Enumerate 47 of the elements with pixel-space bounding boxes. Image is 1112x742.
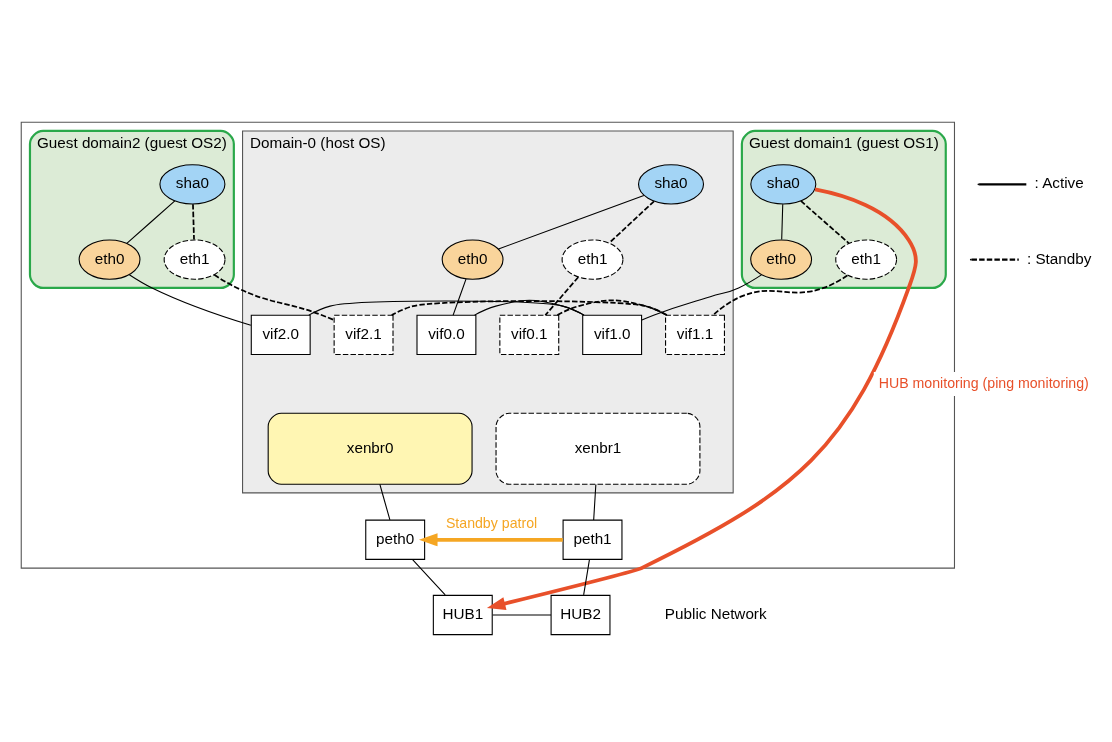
connector	[608, 200, 655, 244]
connector	[641, 274, 762, 321]
connector	[583, 559, 590, 596]
connector	[308, 300, 585, 316]
label: Public Network	[664, 605, 767, 623]
node-ellipse: eth0	[441, 239, 504, 280]
connector	[497, 194, 645, 250]
node-ellipse: eth1	[835, 239, 898, 280]
connector	[800, 200, 850, 245]
node-box: xenbr1	[495, 412, 701, 485]
arrow	[418, 533, 563, 547]
node-box: xenbr0	[267, 412, 473, 485]
connector	[390, 300, 668, 316]
node-box: vif0.0	[416, 314, 477, 355]
edge-label: Standby patrol	[445, 515, 538, 532]
node-ellipse: sha0	[638, 164, 705, 205]
connector	[126, 200, 176, 244]
connector	[492, 614, 552, 616]
connector	[544, 276, 580, 317]
node-box: vif1.0	[582, 314, 643, 355]
connector	[412, 559, 446, 596]
node-box: peth0	[365, 519, 426, 560]
connector	[213, 273, 335, 321]
node-ellipse: eth0	[78, 239, 141, 280]
node-box: vif2.0	[250, 314, 311, 355]
node-box: HUB1	[432, 594, 493, 636]
connector	[192, 203, 195, 241]
node-box: HUB2	[550, 594, 611, 636]
connector	[712, 274, 849, 316]
node-ellipse: sha0	[159, 164, 226, 205]
node-ellipse: eth1	[163, 239, 226, 280]
connector	[593, 483, 597, 521]
node-ellipse: eth1	[561, 239, 624, 280]
node-box: vif1.1	[665, 314, 725, 355]
connector	[452, 278, 467, 316]
edge-label: HUB monitoring (ping monitoring)	[878, 374, 1089, 391]
node-box: peth1	[562, 519, 623, 560]
arrow	[486, 187, 918, 610]
legend-label: : Active	[1034, 174, 1084, 192]
connector	[128, 274, 252, 326]
connector	[379, 483, 391, 521]
node-box: vif2.1	[333, 314, 394, 355]
legend-label: : Standby	[1026, 249, 1092, 267]
connector	[781, 203, 784, 241]
node-ellipse: eth0	[750, 239, 813, 280]
node-box: vif0.1	[499, 314, 560, 355]
node-ellipse: sha0	[750, 164, 817, 205]
